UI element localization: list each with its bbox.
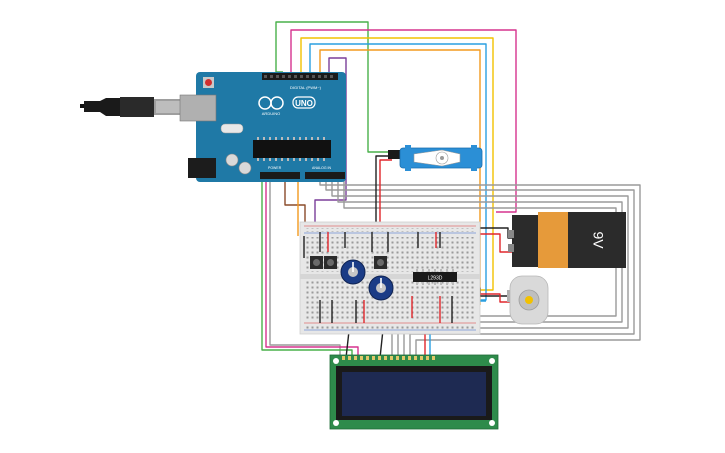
arduino-logo: UNO ARDUINO: [258, 96, 316, 116]
dc-motor-icon[interactable]: [507, 275, 549, 325]
digital-header-label: DIGITAL (PWM~): [290, 85, 322, 90]
wire-red-motor: [468, 293, 510, 303]
pushbutton-icon[interactable]: [324, 256, 337, 269]
wire-magenta-top: [290, 29, 517, 213]
servo-icon[interactable]: [388, 145, 483, 171]
breadboard-jumpers: [303, 232, 453, 323]
reset-button[interactable]: [205, 79, 212, 86]
usb-cable-icon: [80, 97, 182, 117]
wire-black-servo: [375, 155, 392, 236]
wire-magenta-left: [265, 180, 359, 358]
arduino-logo-text: ARDUINO: [262, 111, 280, 116]
lcd-screen: [342, 372, 486, 416]
lcd-display[interactable]: [329, 354, 499, 430]
wire-gray-1: [319, 178, 641, 358]
wire-brown-1: [284, 180, 306, 236]
pushbutton-icon[interactable]: [310, 256, 323, 269]
power-header-label: POWER: [268, 166, 282, 170]
wire-gray-6: [269, 180, 341, 358]
arduino-uno-board[interactable]: DIGITAL (PWM~) UNO ARDUINO POWER: [179, 72, 346, 182]
pushbutton-icon[interactable]: [374, 256, 387, 269]
wire-layer: [261, 21, 641, 359]
potentiometer-icon[interactable]: [340, 259, 366, 285]
potentiometer-icon[interactable]: [368, 275, 394, 301]
wire-orange-top: [319, 49, 481, 305]
l293d-driver-ic[interactable]: L293D: [413, 269, 457, 285]
analog-header-label: ANALOG IN: [312, 166, 332, 170]
driver-ic-label: L293D: [428, 276, 443, 282]
wire-green-left: [261, 180, 353, 358]
battery-9v[interactable]: 9V: [508, 212, 626, 268]
battery-label: 9V: [590, 231, 606, 249]
wire-gray-2: [325, 178, 635, 358]
wire-red-batt: [470, 233, 512, 253]
wire-red-servo: [379, 159, 392, 236]
uno-label: UNO: [295, 99, 313, 108]
